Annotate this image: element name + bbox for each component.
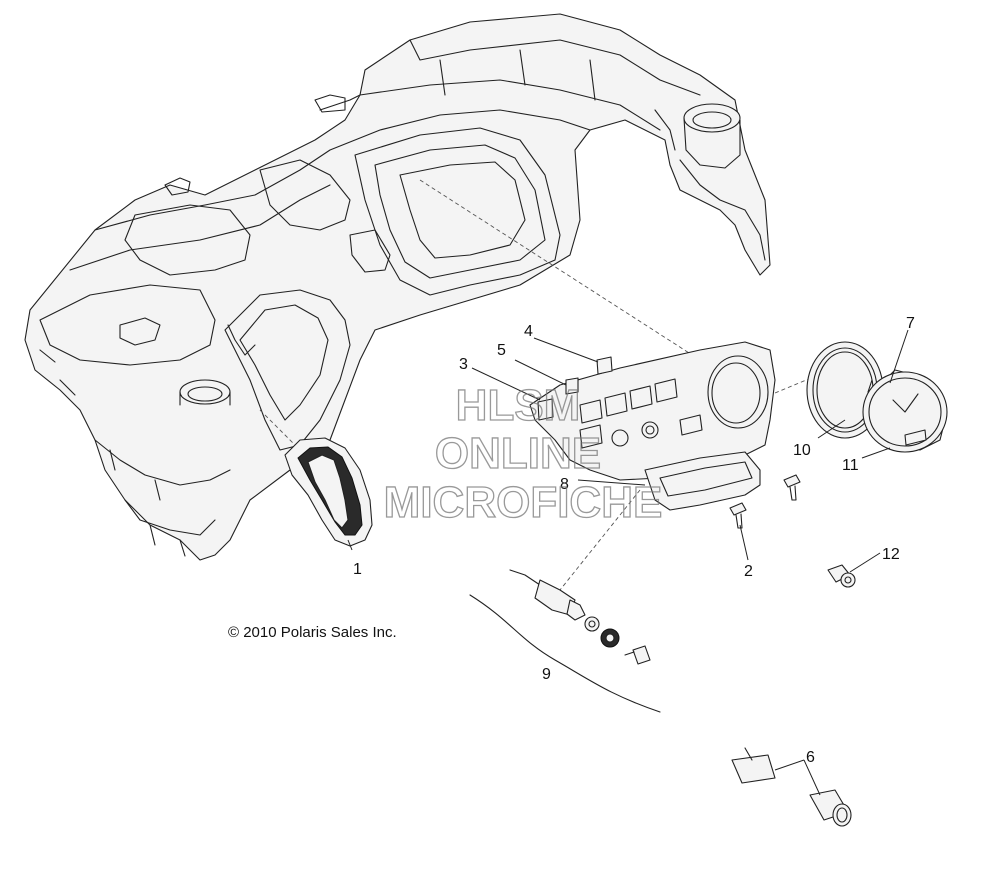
watermark-line-1: HLSM <box>456 381 581 430</box>
callout-5: 5 <box>497 342 506 359</box>
part-6-power-outlet <box>731 747 852 827</box>
callouts: 1 2 3 4 5 6 7 8 9 10 11 12 <box>353 315 915 766</box>
dashboard-body <box>24 13 771 561</box>
part-9-ignition-switch <box>469 569 661 713</box>
callout-10: 10 <box>793 442 811 459</box>
part-11-speedometer <box>862 369 948 453</box>
leader-lines <box>347 329 909 796</box>
part-1-shift-boot <box>284 437 373 547</box>
part-8-instrument-bezel <box>529 341 776 511</box>
watermark: HLSM ONLINE MICROFICHE <box>383 380 663 527</box>
callout-12: 12 <box>882 546 900 563</box>
part-2-push-rivets <box>729 474 801 529</box>
part-5-decal <box>565 377 579 395</box>
callout-2: 2 <box>744 563 753 580</box>
watermark-line-2: ONLINE <box>435 429 601 478</box>
callout-1: 1 <box>353 561 362 578</box>
part-3-switch <box>537 398 554 421</box>
callout-8: 8 <box>560 476 569 493</box>
callout-11: 11 <box>842 457 859 474</box>
assembly-lines <box>259 179 836 591</box>
part-12-connector <box>827 564 856 588</box>
callout-3: 3 <box>459 356 468 373</box>
part-4-label <box>596 356 613 375</box>
callout-4: 4 <box>524 323 533 340</box>
callout-7: 7 <box>906 315 915 332</box>
copyright-notice: © 2010 Polaris Sales Inc. <box>228 624 397 641</box>
callout-9: 9 <box>542 666 551 683</box>
callout-6: 6 <box>806 749 815 766</box>
watermark-line-3: MICROFICHE <box>384 478 663 527</box>
